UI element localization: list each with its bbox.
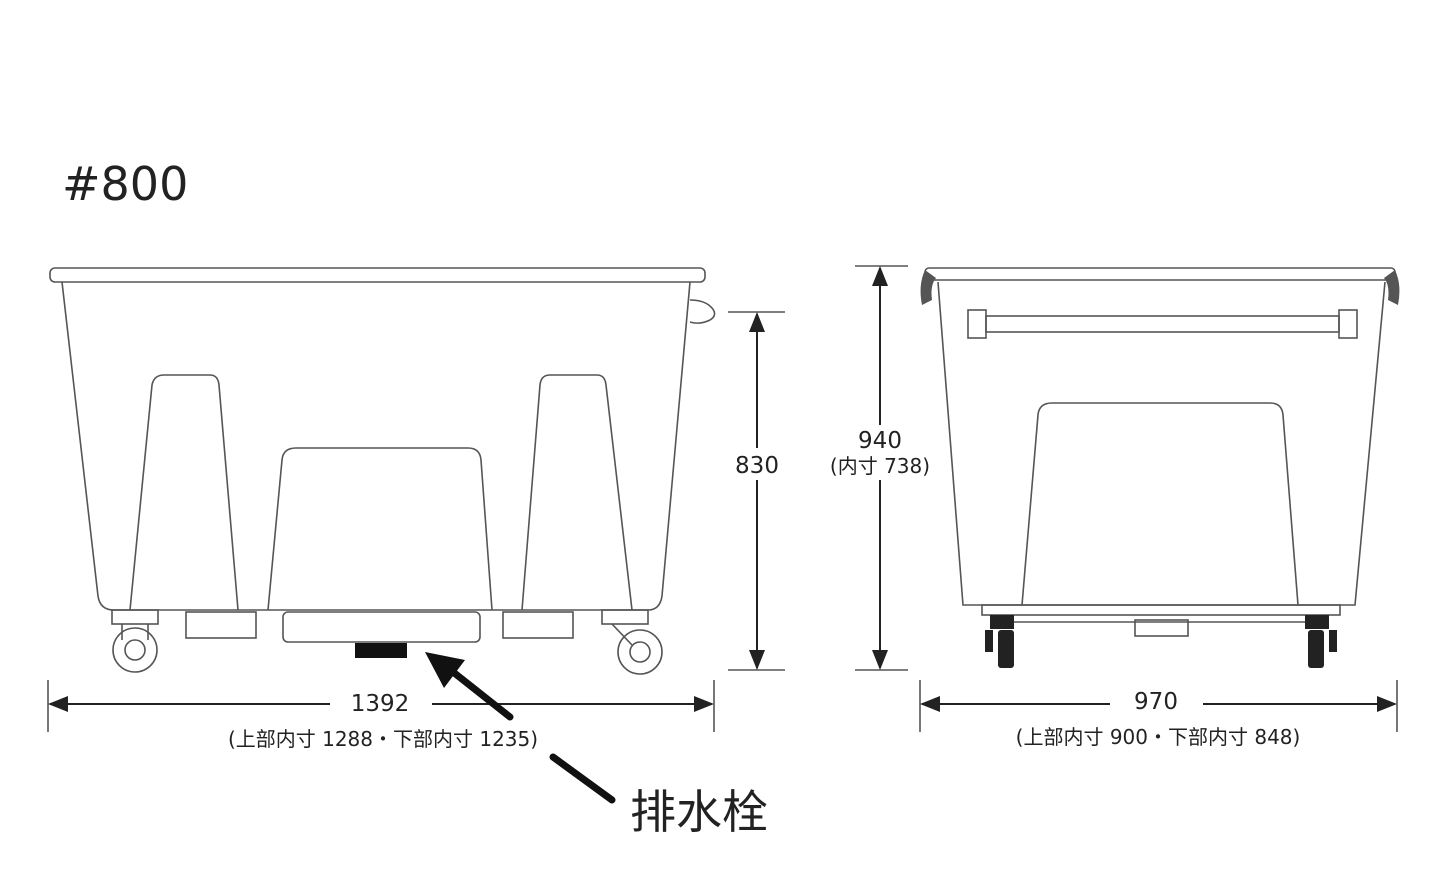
front-width-dimension: 970 (上部内寸 900・下部内寸 848) [919, 680, 1398, 749]
front-view-drawing [920, 267, 1400, 668]
caster-wheel-icon [1308, 630, 1324, 668]
side-view-drawing [49, 267, 716, 675]
front-height-label: 940 [858, 428, 902, 454]
side-width-dimension: 1392 (上部内寸 1288・下部内寸 1235) [47, 680, 715, 751]
side-inner-width-label: (上部内寸 1288・下部内寸 1235) [228, 727, 538, 751]
side-height-dimension: 830 [728, 311, 785, 671]
front-width-label: 970 [1134, 689, 1178, 715]
caster-wheel-icon [998, 630, 1014, 668]
side-width-label: 1392 [351, 691, 410, 717]
caster-wheel-icon [617, 629, 663, 675]
front-inner-height-label: (内寸 738) [830, 454, 930, 478]
side-handle-icon [689, 299, 716, 324]
front-inner-width-label: (上部内寸 900・下部内寸 848) [1016, 725, 1301, 749]
front-height-dimension: 940 (内寸 738) [820, 265, 940, 671]
side-height-label: 830 [735, 453, 779, 479]
drain-callout: 排水栓 [425, 652, 768, 839]
arrow-icon [425, 652, 465, 688]
drain-plug [355, 643, 407, 658]
drain-label: 排水栓 [630, 785, 768, 839]
model-title: #800 [62, 157, 188, 211]
caster-wheel-icon [112, 627, 158, 673]
